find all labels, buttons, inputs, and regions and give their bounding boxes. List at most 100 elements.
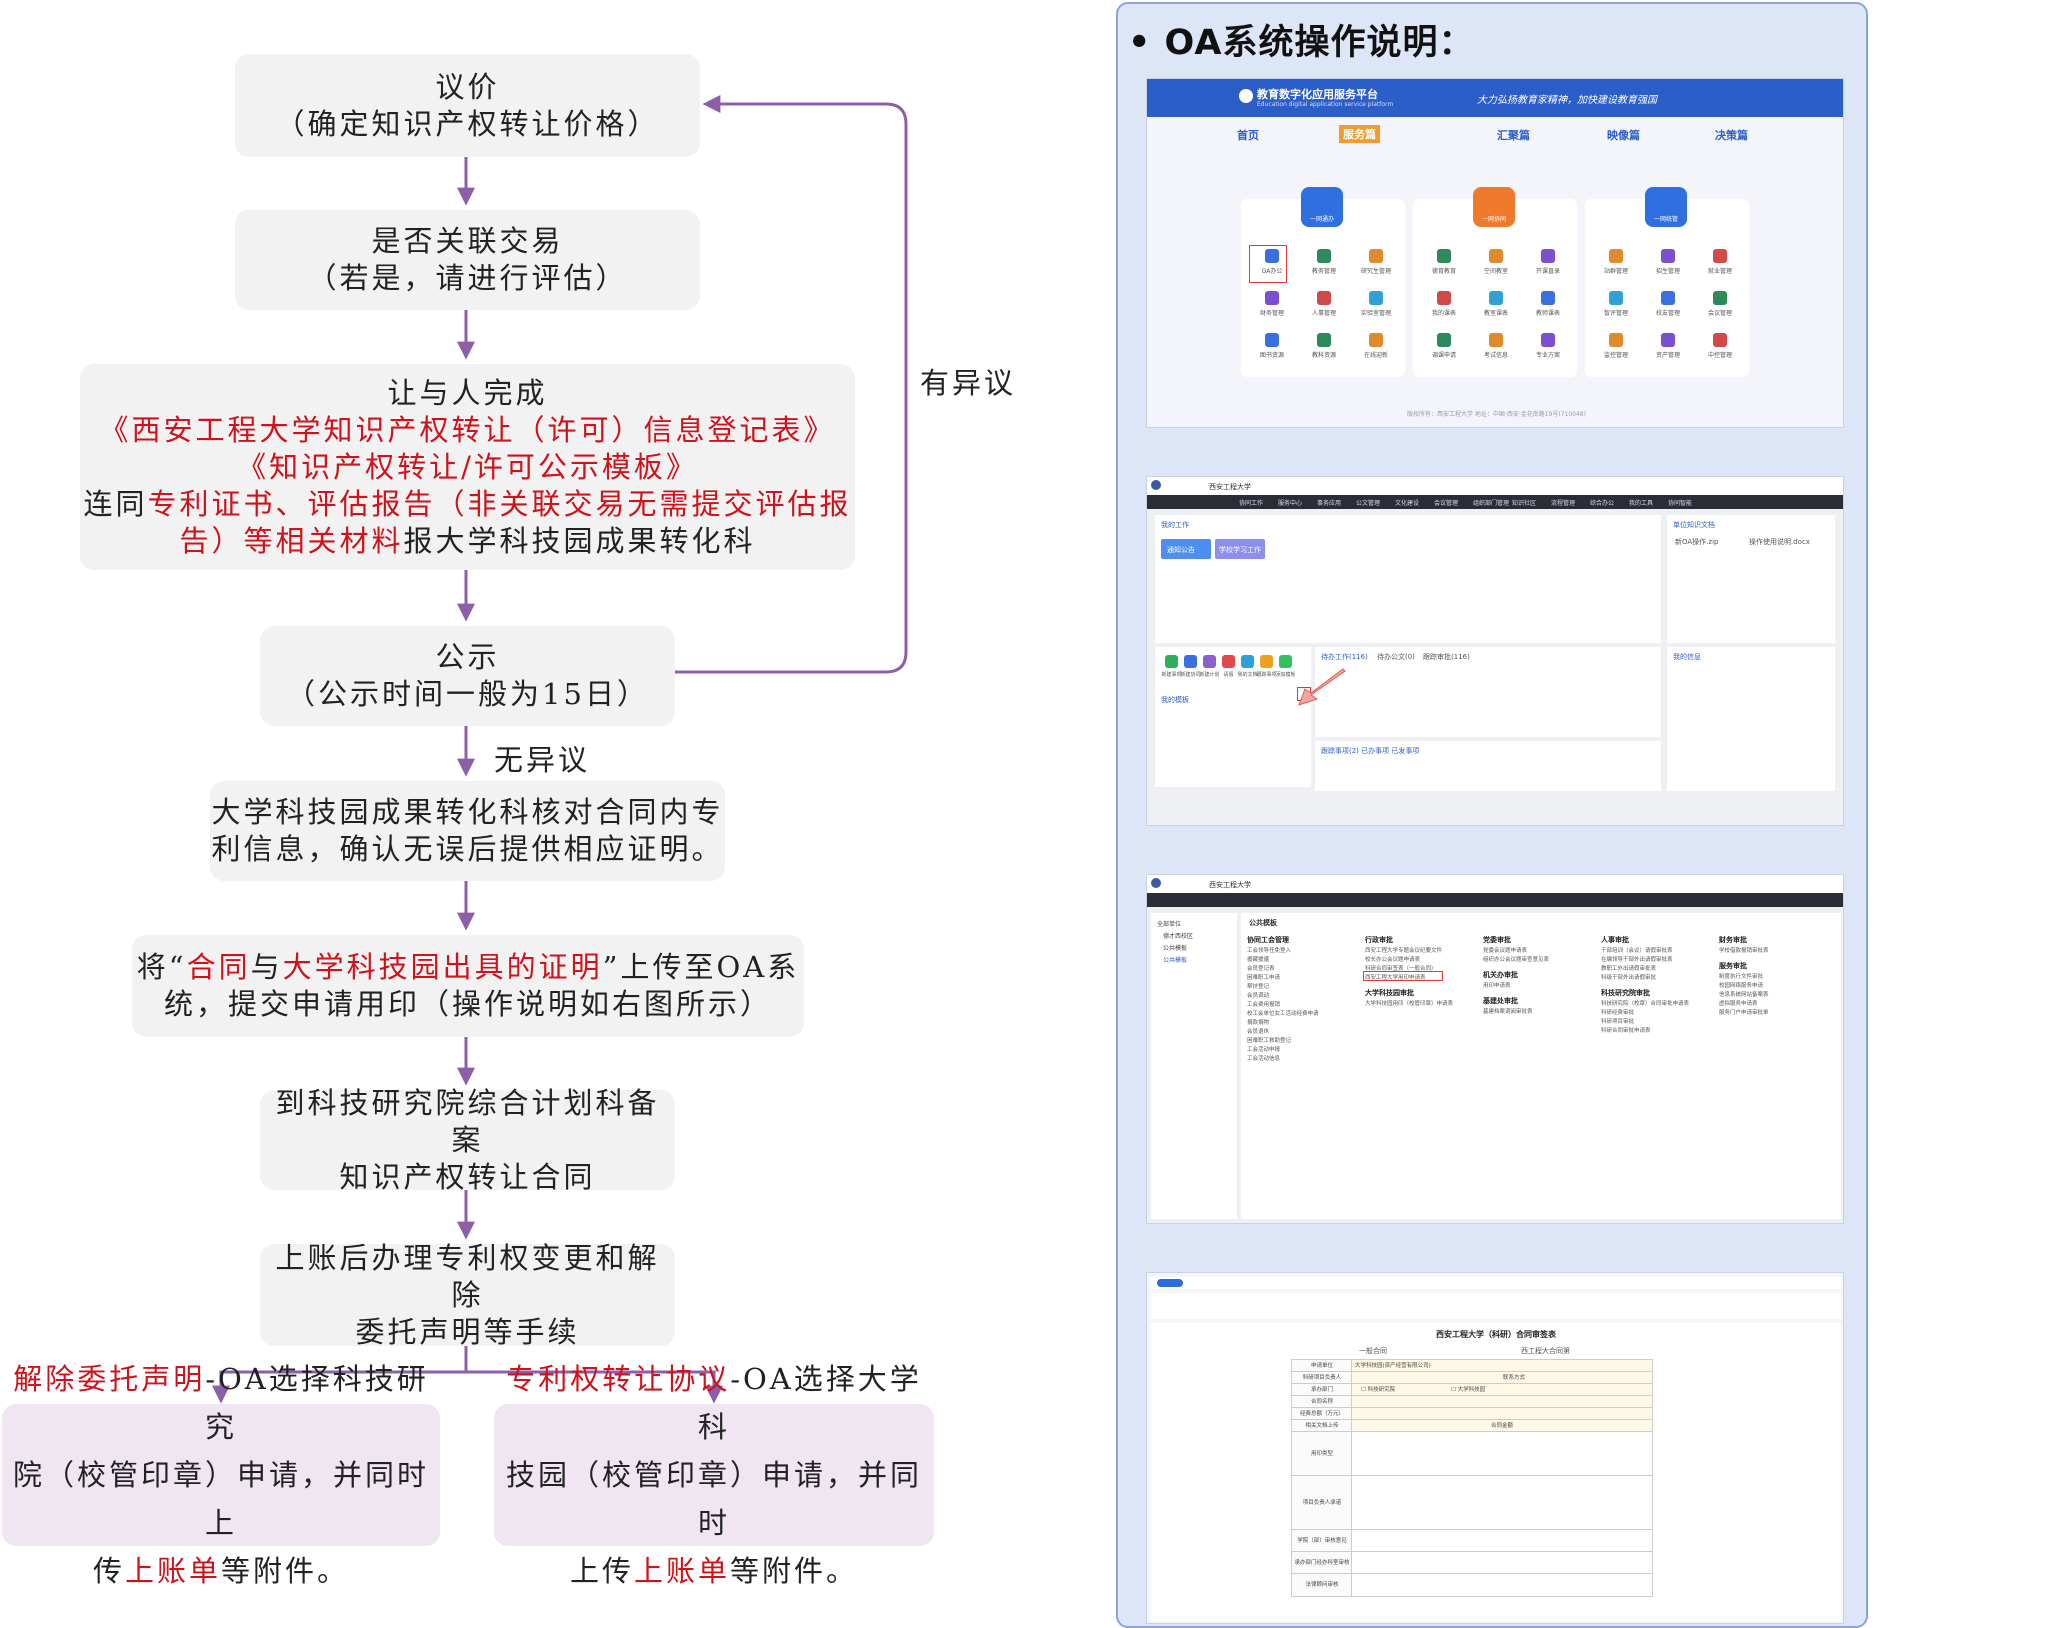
tab-track[interactable]: 跟踪审批(116)	[1423, 653, 1470, 661]
app-icon[interactable]	[1541, 333, 1555, 347]
app-label[interactable]: 空间教室	[1483, 268, 1508, 275]
app-label[interactable]: 研究生管理	[1360, 268, 1391, 275]
app-label[interactable]: 实验室管理	[1360, 310, 1391, 317]
app-icon[interactable]	[1489, 291, 1503, 305]
oa-menu-item[interactable]: 协同工作	[1239, 500, 1264, 507]
doc-manual[interactable]: 操作使用说明.docx	[1749, 538, 1810, 546]
portal-nav-decision[interactable]: 决策篇	[1715, 129, 1748, 142]
template-item[interactable]: 困难职工申请	[1247, 975, 1281, 981]
quick-action-icon[interactable]	[1203, 655, 1216, 668]
template-item[interactable]: 基建档案调阅审批表	[1483, 1009, 1533, 1015]
track-tabs[interactable]: 跟踪事项(2) 已办事项 已发事项	[1321, 747, 1420, 755]
oa-menu-item[interactable]: 文化建设	[1395, 500, 1420, 507]
app-icon[interactable]	[1265, 333, 1279, 347]
quick-action-icon[interactable]	[1184, 655, 1197, 668]
tile-study[interactable]: 学校学习工作	[1215, 539, 1265, 559]
portal-nav-home[interactable]: 首页	[1237, 129, 1259, 142]
app-label[interactable]: 我的课表	[1431, 310, 1456, 317]
oa-menu-item[interactable]: 知识社区	[1512, 500, 1537, 507]
template-item[interactable]: 科研合同审批申请表	[1601, 1028, 1651, 1034]
oa-menu-item[interactable]: 事务应用	[1317, 500, 1342, 507]
app-icon[interactable]	[1265, 249, 1279, 263]
portal-nav-service[interactable]: 服务篇	[1339, 125, 1380, 143]
tree-node[interactable]: 公共模板	[1163, 957, 1188, 964]
oa-menu-item[interactable]: 流程管理	[1551, 500, 1576, 507]
template-item[interactable]: 科研合同审签表（一般合同）	[1365, 966, 1437, 972]
template-item[interactable]: 学校借款报销审批表	[1719, 948, 1769, 954]
app-label[interactable]: 中控管理	[1707, 352, 1732, 359]
form-row-value[interactable]	[1351, 1529, 1653, 1553]
app-icon[interactable]	[1713, 249, 1727, 263]
app-icon[interactable]	[1265, 291, 1279, 305]
template-item[interactable]: 虚拟服务申请表	[1719, 1001, 1758, 1007]
oa-menu-item[interactable]: 协同智能	[1668, 500, 1693, 507]
template-item[interactable]: 教职工外出请假审批表	[1601, 966, 1657, 972]
template-item[interactable]: 科技研究院（校章）合同审批申请表	[1601, 1001, 1690, 1007]
template-item[interactable]: 科研经费审批	[1601, 1010, 1635, 1016]
app-icon[interactable]	[1317, 291, 1331, 305]
app-icon[interactable]	[1541, 291, 1555, 305]
template-item[interactable]: 组织办公会议题审查意见表	[1483, 957, 1550, 963]
doc-oa-zip[interactable]: 新OA操作.zip	[1675, 538, 1719, 546]
app-icon[interactable]	[1369, 249, 1383, 263]
app-icon[interactable]	[1437, 333, 1451, 347]
template-item[interactable]: 制度执行文件审批	[1719, 974, 1764, 980]
app-label[interactable]: 人事管理	[1311, 310, 1336, 317]
app-icon[interactable]	[1369, 333, 1383, 347]
app-label[interactable]: 调课申请	[1431, 352, 1456, 359]
form-dept-option-1[interactable]: ☐ 科技研究院	[1361, 1387, 1396, 1393]
form-row-value[interactable]	[1351, 1475, 1653, 1531]
app-icon[interactable]	[1437, 291, 1451, 305]
app-label[interactable]: 德育教育	[1431, 268, 1456, 275]
app-icon[interactable]	[1713, 333, 1727, 347]
app-icon[interactable]	[1489, 249, 1503, 263]
app-label[interactable]: 教室课表	[1483, 310, 1508, 317]
oa-menu-item[interactable]: 我的工具	[1629, 500, 1654, 507]
app-label[interactable]: 会议管理	[1707, 310, 1732, 317]
app-icon[interactable]	[1661, 333, 1675, 347]
template-item[interactable]: 校工会单位女工活动经费申请	[1247, 1011, 1319, 1017]
app-label[interactable]: 监控管理	[1603, 352, 1628, 359]
tile-notice[interactable]: 通知公告	[1161, 539, 1211, 559]
app-label[interactable]: 教科资源	[1311, 352, 1336, 359]
app-icon[interactable]	[1661, 249, 1675, 263]
portal-nav-image[interactable]: 映像篇	[1607, 129, 1640, 142]
app-icon[interactable]	[1541, 249, 1555, 263]
template-item[interactable]: 工会活动申报	[1247, 1047, 1281, 1053]
app-label[interactable]: 教师课表	[1535, 310, 1560, 317]
quick-action-label[interactable]: 新建事项	[1161, 672, 1182, 678]
send-button[interactable]	[1157, 1279, 1183, 1287]
quick-action-icon[interactable]	[1222, 655, 1235, 668]
app-label[interactable]: 资产管理	[1655, 352, 1680, 359]
template-item[interactable]: 会员退休	[1247, 1029, 1270, 1035]
quick-action-label[interactable]: 添加模板	[1275, 672, 1296, 678]
template-item[interactable]: 西安工程大学专题会议纪要文件	[1365, 948, 1443, 954]
app-label[interactable]: 在线迎新	[1363, 352, 1388, 359]
quick-action-label[interactable]: 跟踪事项	[1256, 672, 1277, 678]
app-icon[interactable]	[1609, 333, 1623, 347]
app-icon[interactable]	[1437, 249, 1451, 263]
quick-action-icon[interactable]	[1165, 655, 1178, 668]
app-label[interactable]: 考试信息	[1483, 352, 1508, 359]
oa-menu-item[interactable]: 组织部门管理	[1473, 500, 1510, 507]
form-dept-option-2[interactable]: ☐ 大学科技园	[1451, 1387, 1486, 1393]
template-item[interactable]: 校园网络服务申请	[1719, 983, 1764, 989]
template-item[interactable]: 西安工程大学用印申请表	[1365, 975, 1426, 981]
template-item[interactable]: 援藏援疆	[1247, 957, 1270, 963]
template-item[interactable]: 用印申请表	[1483, 983, 1511, 989]
app-icon[interactable]	[1489, 333, 1503, 347]
quick-action-label[interactable]: 我的文档	[1237, 672, 1258, 678]
template-item[interactable]: 大学科技园用印（校管印章）申请表	[1365, 1001, 1454, 1007]
quick-action-label[interactable]: 请假	[1223, 672, 1234, 678]
quick-action-label[interactable]: 新建计划	[1199, 672, 1220, 678]
app-label[interactable]: 站群管理	[1603, 268, 1628, 275]
contract-template-highlight[interactable]	[1363, 971, 1443, 981]
quick-action-label[interactable]: 新建协同	[1180, 672, 1201, 678]
quick-action-icon[interactable]	[1279, 655, 1292, 668]
quick-action-icon[interactable]	[1241, 655, 1254, 668]
app-label[interactable]: 图书资源	[1259, 352, 1284, 359]
tree-node[interactable]: 全部单位	[1157, 921, 1182, 928]
template-item[interactable]: 捐款捐物	[1247, 1020, 1270, 1026]
template-item[interactable]: 信息系统网站备案表	[1719, 992, 1769, 998]
app-icon[interactable]	[1609, 291, 1623, 305]
